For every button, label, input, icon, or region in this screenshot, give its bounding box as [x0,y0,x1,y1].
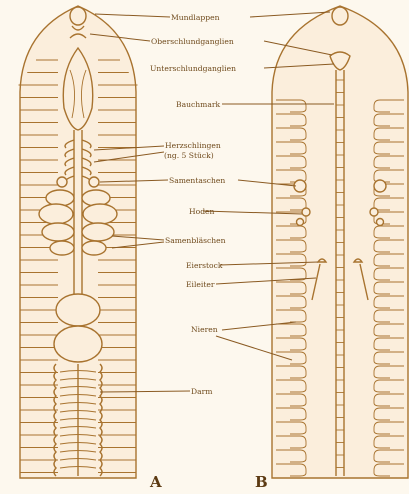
label-herzschlingen: Herzschlingen [165,141,221,150]
label-herzschlingen-count: (ng. 5 Stück) [164,151,214,160]
label-darm: Darm [191,387,212,396]
label-bauchmark: Bauchmark [176,100,221,109]
testis [302,208,310,216]
worm-a-body [19,6,138,478]
label-unterschlundganglien: Unterschlundganglien [150,64,236,73]
gizzard [54,326,102,362]
seminal-vesicle [39,204,73,224]
label-samentaschen: Samentaschen [169,176,225,185]
label-mundlappen: Mundlappen [171,13,220,22]
label-eileiter: Eileiter [186,280,215,289]
label-oberschlundganglien: Oberschlundganglien [151,37,234,46]
testis [297,219,304,226]
label-eierstock: Eierstock [186,261,223,270]
seminal-vesicle [82,223,114,241]
crop [56,294,100,326]
seminal-receptacle [374,180,386,192]
label-samenblaeschen: Samenbläschen [165,236,226,245]
seminal-vesicle [42,223,74,241]
seminal-vesicle [50,241,74,255]
seminal-vesicle [82,241,106,255]
label-nieren: Nieren [191,325,218,334]
seminal-receptacle [57,177,67,187]
worm-b-outline [272,6,408,478]
panel-label-b: B [255,473,268,491]
worm-b-body [272,6,408,478]
seminal-receptacle [89,177,99,187]
label-hoden: Hoden [189,207,215,216]
panel-label-a: A [149,473,162,491]
mouth-lobe [70,7,86,25]
mouth-lobe [332,7,348,25]
seminal-vesicle [83,204,117,224]
leader-line [95,14,170,17]
testis [377,219,384,226]
testis [370,208,378,216]
